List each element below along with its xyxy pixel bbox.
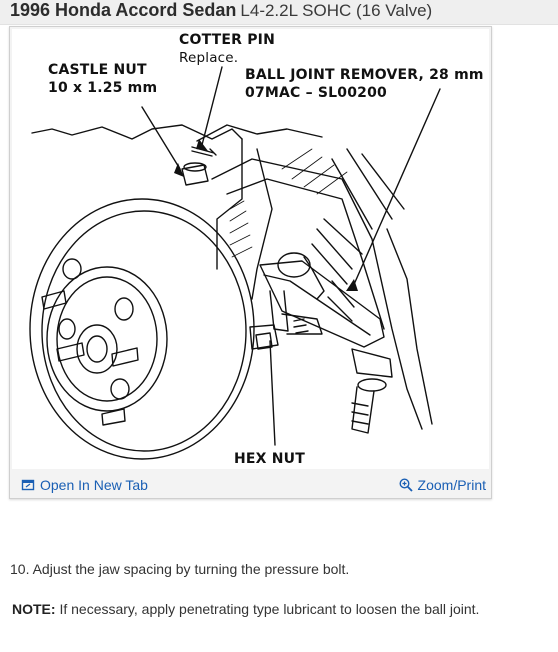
magnifier-plus-icon: [399, 478, 413, 492]
label-hex-nut: HEX NUT: [234, 451, 305, 467]
knuckle-outline: [31, 124, 243, 140]
zoom-print-link[interactable]: Zoom/Print: [399, 477, 486, 493]
open-in-new-tab-label: Open In New Tab: [40, 477, 148, 493]
note-text: If necessary, apply penetrating type lub…: [55, 601, 480, 617]
open-in-new-tab-link[interactable]: Open In New Tab: [21, 477, 148, 493]
instruction-step: 10. Adjust the jaw spacing by turning th…: [10, 561, 350, 577]
control-arm-lines: [211, 158, 423, 430]
label-ball-joint-part: 07MAC – SL00200: [245, 85, 387, 101]
rotor-hat: [46, 266, 168, 412]
engine-subtitle: L4-2.2L SOHC (16 Valve): [240, 1, 433, 20]
wheel-stud: [41, 290, 67, 310]
label-cotter-pin: COTTER PIN: [179, 32, 276, 48]
zoom-print-label: Zoom/Print: [417, 477, 486, 493]
figure-toolbar: Open In New Tab Zoom/Print: [10, 473, 491, 497]
external-window-icon: [21, 478, 35, 492]
note-label: NOTE:: [12, 601, 56, 617]
hex-nut-leader: [269, 340, 276, 446]
diagram-illustration: [29, 66, 441, 460]
castle-nut-shape: [181, 164, 209, 186]
cotter-pin-leader: [201, 66, 223, 146]
castle-nut-leader: [141, 106, 181, 170]
label-castle-nut: CASTLE NUT: [48, 62, 147, 78]
ball-joint-diagram[interactable]: COTTER PIN Replace. CASTLE NUT 10 x 1.25…: [12, 29, 489, 469]
label-cotter-pin-note: Replace.: [179, 50, 239, 66]
label-castle-nut-size: 10 x 1.25 mm: [48, 80, 158, 96]
figure-card: COTTER PIN Replace. CASTLE NUT 10 x 1.25…: [9, 26, 492, 499]
label-ball-joint-remover: BALL JOINT REMOVER, 28 mm: [245, 67, 484, 83]
instruction-note: NOTE: If necessary, apply penetrating ty…: [12, 601, 479, 617]
remover-leader: [351, 88, 441, 290]
pressure-bolt: [351, 386, 375, 434]
hub-center: [76, 324, 118, 374]
ball-joint-stud: [269, 290, 289, 332]
hex-nut-shape: [255, 332, 273, 350]
brake-rotor-outer: [29, 198, 255, 460]
ball-joint-remover-tool: [259, 260, 385, 348]
vehicle-title: 1996 Honda Accord Sedan: [10, 0, 237, 20]
knuckle-upper: [196, 124, 323, 142]
